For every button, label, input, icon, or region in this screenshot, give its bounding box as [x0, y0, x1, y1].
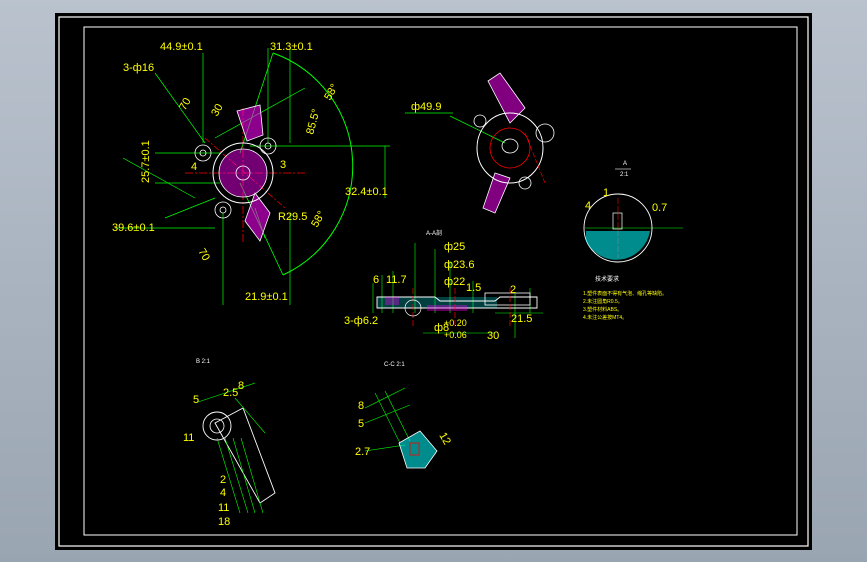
detail-b-dim-11-left: 11: [183, 432, 194, 444]
tech-note-2: 2.未注圆角R0.5。: [583, 298, 623, 305]
sec-dim-1-5: 1.5: [466, 282, 481, 294]
section-c-dim-5: 5: [358, 418, 364, 430]
dim-25-7: 25.7±0.1: [140, 140, 152, 183]
detail-a-dim-1: 1: [603, 187, 609, 199]
drawing-sheet: 44.9±0.1 31.3±0.1 3-ф16 70 30 85.5° 58° …: [55, 13, 812, 550]
sec-dim-30: 30: [487, 330, 499, 342]
dim-44-9: 44.9±0.1: [160, 41, 203, 53]
dim-31-3: 31.3±0.1: [270, 41, 313, 53]
sec-dim-phi-8: ф8: [434, 322, 449, 334]
section-c-dim-8: 8: [358, 400, 364, 412]
outer-frame: [58, 16, 809, 547]
detail-a: A 2:1 1 4 0.7: [583, 161, 683, 263]
dim-39-6: 39.6±0.1: [112, 222, 155, 234]
tech-notes-title: 技术要求: [595, 275, 619, 283]
dim-3-holes: 3-ф16: [123, 62, 154, 74]
cad-drawing: 44.9±0.1 31.3±0.1 3-ф16 70 30 85.5° 58° …: [58, 16, 809, 547]
detail-b-dim-18: 18: [218, 516, 230, 528]
detail-a-dim-0-7: 0.7: [652, 202, 667, 214]
dim-58-top: 58°: [322, 82, 341, 102]
sec-dim-3-holes: 3-ф6.2: [344, 315, 378, 327]
sec-dim-phi-23-6: ф23.6: [444, 259, 474, 271]
dim-21-9: 21.9±0.1: [245, 291, 288, 303]
section-a-a: A-A剖 ф25 ф23.6 ф22 6 11.7 1.5 2 3-ф6.2 ф…: [344, 229, 543, 342]
sec-dim-phi-22: ф22: [444, 276, 465, 288]
dim-phi-49-9: ф49.9: [411, 101, 441, 113]
dim-3: 3: [280, 159, 286, 171]
detail-b-dim-8: 8: [238, 380, 244, 392]
iso-view: ф49.9: [405, 72, 555, 214]
detail-b-dim-11-bottom: 11: [218, 502, 229, 514]
section-c-dim-2-7: 2.7: [355, 446, 370, 458]
section-c-c-title: C-C 2:1: [384, 362, 405, 368]
sec-dim-21-5: 21.5: [511, 313, 532, 325]
sec-dim-2: 2: [510, 284, 516, 296]
tech-notes: 技术要求 1.塑件表面不得有气泡、缩孔等缺陷。 2.未注圆角R0.5。 3.塑件…: [583, 275, 667, 321]
detail-a-scale: 2:1: [620, 172, 629, 178]
dim-70-top: 70: [177, 96, 194, 113]
dim-58-bottom: 58°: [309, 209, 328, 229]
inner-frame: [83, 26, 798, 536]
dim-32-4: 32.4±0.1: [345, 186, 388, 198]
sec-dim-tol-lower: +0.06: [444, 330, 467, 340]
sec-dim-11-7: 11.7: [386, 274, 407, 286]
tech-note-1: 1.塑件表面不得有气泡、缩孔等缺陷。: [583, 290, 667, 297]
detail-a-title: A: [623, 161, 627, 167]
section-a-a-title: A-A剖: [426, 229, 442, 237]
detail-b: B 2:1 2.5 8 5 11 2 4 11 18: [183, 359, 276, 528]
sec-dim-tol-upper: +0.20: [444, 318, 467, 328]
detail-b-dim-5: 5: [193, 394, 199, 406]
detail-b-dim-4: 4: [220, 487, 226, 499]
detail-b-dim-2: 2: [220, 474, 226, 486]
dim-r29-5: R29.5: [278, 211, 307, 223]
detail-b-dim-2-5: 2.5: [223, 387, 238, 399]
detail-a-dim-4: 4: [585, 200, 591, 212]
dim-85-5: 85.5°: [304, 108, 322, 136]
dim-70-bottom: 70: [195, 247, 212, 264]
sec-dim-phi-25: ф25: [444, 241, 465, 253]
section-c-dim-12: 12: [436, 431, 453, 448]
tech-note-4: 4.未注公差按MT4。: [583, 314, 627, 321]
sec-dim-6: 6: [373, 274, 379, 286]
detail-b-title: B 2:1: [196, 359, 211, 365]
tech-note-3: 3.塑件材料ABS。: [583, 306, 622, 313]
section-c-c: C-C 2:1 8 5 2.7 12: [355, 362, 453, 469]
dim-4: 4: [191, 161, 197, 173]
dim-30: 30: [209, 102, 226, 119]
main-view: 44.9±0.1 31.3±0.1 3-ф16 70 30 85.5° 58° …: [112, 41, 390, 305]
